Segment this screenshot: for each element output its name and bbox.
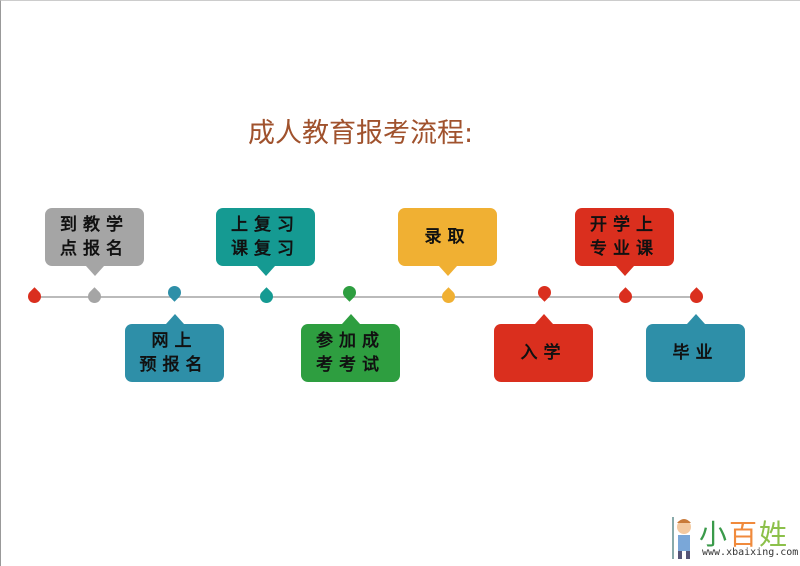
timeline-marker	[257, 287, 276, 306]
timeline-marker	[616, 287, 635, 306]
timeline-marker	[439, 287, 458, 306]
watermark-logo: 小百姓 www.xbaixing.com	[669, 513, 798, 561]
timeline-line	[31, 296, 703, 298]
step-box: 毕业	[646, 314, 745, 382]
logo-text: 小百姓	[699, 518, 790, 551]
timeline-start-marker	[25, 287, 44, 306]
logo-url: www.xbaixing.com	[702, 547, 799, 558]
step-box: 开学上专业课	[575, 208, 674, 276]
timeline-marker	[165, 283, 184, 302]
timeline-marker	[340, 283, 359, 302]
step-label: 网上预报名	[139, 331, 209, 375]
page-title: 成人教育报考流程:	[248, 118, 474, 149]
step-box: 到教学点报名	[45, 208, 144, 276]
step-box: 入学	[494, 314, 593, 382]
timeline-marker	[687, 287, 706, 306]
step-box: 录取	[398, 208, 497, 276]
farmer-mascot-icon	[672, 517, 691, 559]
timeline-marker	[85, 287, 104, 306]
step-box: 网上预报名	[125, 314, 224, 382]
step-box: 上复习课复习	[216, 208, 315, 276]
step-box: 参加成考考试	[301, 314, 400, 382]
timeline-marker	[535, 283, 554, 302]
